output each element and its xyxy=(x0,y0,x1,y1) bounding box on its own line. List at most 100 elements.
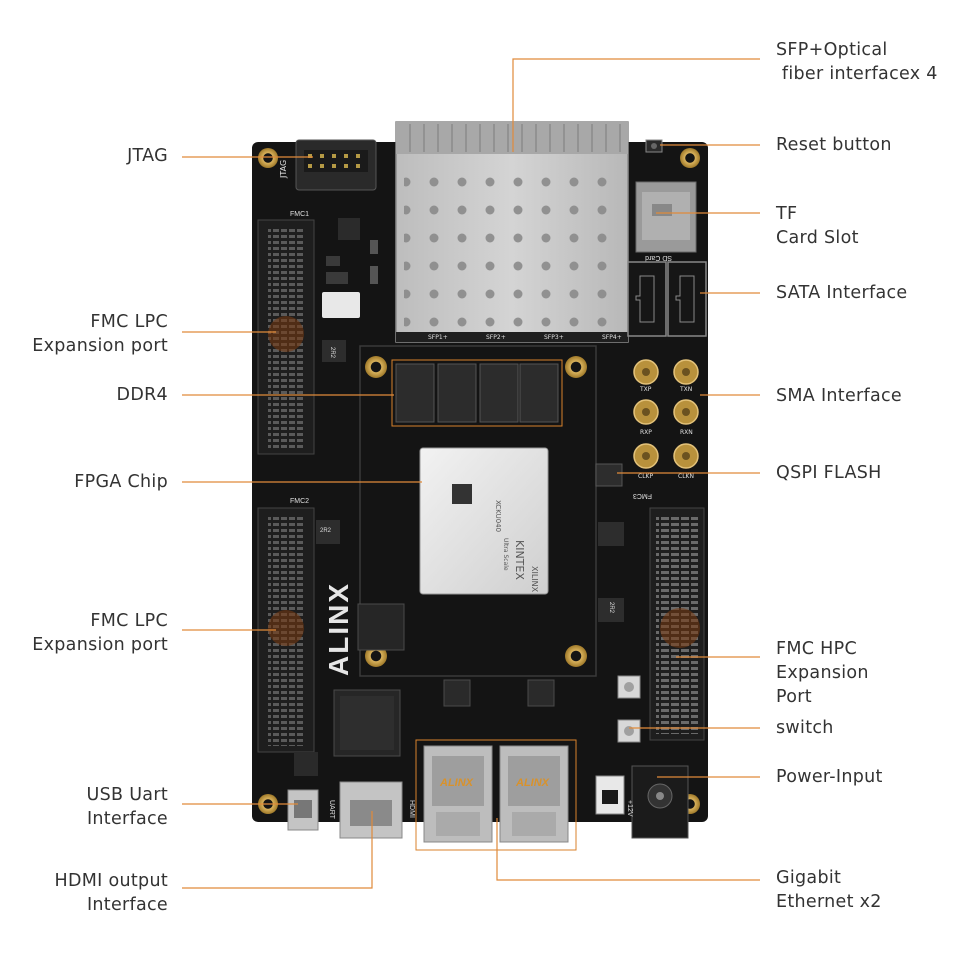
silk-12v: +12V xyxy=(626,800,633,817)
label-sfp-line2: fiber interfacex 4 xyxy=(776,64,938,84)
label-tf-line2: Card Slot xyxy=(776,228,859,248)
label-ddr4: DDR4 xyxy=(117,383,168,407)
usb-uart-connector: UART xyxy=(287,789,335,831)
mounting-hole xyxy=(680,148,700,168)
svg-text:2R2: 2R2 xyxy=(320,528,332,534)
fpga-marking-series: Ultra Scale xyxy=(502,538,509,571)
rj45-brand: ALINX xyxy=(439,777,474,789)
label-power: Power-Input xyxy=(776,765,883,789)
label-usb-uart-line1: USB Uart xyxy=(86,785,168,805)
misc-ics: 2R2 2R2 xyxy=(294,520,624,776)
label-hdmi-line1: HDMI output xyxy=(54,871,168,891)
sfp-cage: SFP1+ SFP2+ SFP3+ SFP4+ xyxy=(395,121,629,343)
power-input-jack: +12V xyxy=(595,765,689,839)
label-fmc-lpc-1: FMC LPC Expansion port xyxy=(32,310,168,358)
mounting-hole xyxy=(258,148,278,168)
label-sma: SMA Interface xyxy=(776,384,902,408)
label-power-line1: Power-Input xyxy=(776,767,883,787)
silk-fmc2: FMC2 xyxy=(290,498,309,505)
silk-clkp: CLKP xyxy=(638,473,653,480)
fpga-marking-part: XCKU040 xyxy=(494,500,502,532)
fpga-chip: XILINX KINTEX Ultra Scale XCKU040 xyxy=(419,447,549,595)
label-switch-line1: switch xyxy=(776,718,834,738)
label-fmc-hpc: FMC HPC Expansion Port xyxy=(776,637,869,709)
silk-jtag: JTAG xyxy=(279,160,288,179)
label-ddr4-line1: DDR4 xyxy=(116,385,168,405)
ethernet-ports: ALINX ALINX xyxy=(415,739,577,851)
sma-connectors: TXP TXN RXP RXN CLKP CLKN xyxy=(633,359,699,480)
mounting-hole xyxy=(365,356,387,378)
label-jtag-line1: JTAG xyxy=(127,146,168,166)
ddr4-chips xyxy=(391,359,563,427)
label-reset: Reset button xyxy=(776,133,892,157)
silk-sfp3: SFP3+ xyxy=(544,334,564,341)
svg-text:2R2: 2R2 xyxy=(608,602,614,614)
leader-hdmi xyxy=(182,811,373,889)
fpga-marking-vendor: XILINX xyxy=(530,566,539,593)
label-fpga-line1: FPGA Chip xyxy=(74,472,168,492)
rj45-brand: ALINX xyxy=(515,777,550,789)
silk-hdmi: HDMI xyxy=(408,800,415,818)
brand-logo: ALINX xyxy=(323,582,354,676)
label-fmc-hpc-line3: Port xyxy=(776,687,812,707)
leader-ethernet xyxy=(496,818,760,881)
silk-sd: SD Card xyxy=(645,254,672,261)
label-fmc-lpc-1-line2: Expansion port xyxy=(32,336,168,356)
mounting-hole xyxy=(565,356,587,378)
reset-button-part xyxy=(645,139,663,153)
misc-components-top: 2R2 xyxy=(322,218,378,362)
label-fmc-lpc-2: FMC LPC Expansion port xyxy=(32,609,168,657)
silk-sfp4: SFP4+ xyxy=(602,334,622,341)
label-ethernet-line2: Ethernet x2 xyxy=(776,892,882,912)
label-sata-line1: SATA Interface xyxy=(776,283,908,303)
label-sma-line1: SMA Interface xyxy=(776,386,902,406)
label-fmc-hpc-line1: FMC HPC xyxy=(776,639,857,659)
label-usb-uart: USB Uart Interface xyxy=(87,783,168,831)
label-fmc-lpc-1-line1: FMC LPC xyxy=(90,312,168,332)
label-switch: switch xyxy=(776,716,834,740)
label-sfp-line1: SFP+Optical xyxy=(776,40,888,60)
label-fpga: FPGA Chip xyxy=(74,470,168,494)
silk-sfp2: SFP2+ xyxy=(486,334,506,341)
silk-rxn: RXN xyxy=(680,429,693,436)
silk-txp: TXP xyxy=(639,386,652,393)
hdmi-connector: HDMI xyxy=(339,781,415,839)
jtag-connector: JTAG xyxy=(279,139,377,191)
fmc1-connector: FMC1 xyxy=(257,211,315,455)
label-sfp: SFP+Optical fiber interfacex 4 xyxy=(776,38,938,86)
fpga-marking-family: KINTEX xyxy=(513,540,526,580)
core-module-outline xyxy=(359,345,597,677)
label-qspi-line1: QSPI FLASH xyxy=(776,463,882,483)
silk-clkn: CLKN xyxy=(678,473,694,480)
svg-text:2R2: 2R2 xyxy=(329,347,335,359)
silk-rxp: RXP xyxy=(640,429,652,436)
silk-fmc3: FMC3 xyxy=(633,492,652,499)
silk-uart: UART xyxy=(328,800,335,820)
label-fmc-lpc-2-line1: FMC LPC xyxy=(90,611,168,631)
silk-sfp1: SFP1+ xyxy=(428,334,448,341)
fmc3-hpc-connector: FMC3 xyxy=(633,492,705,741)
leader-sfp xyxy=(512,58,760,152)
label-fmc-lpc-2-line2: Expansion port xyxy=(32,635,168,655)
tf-card-slot: SD Card xyxy=(635,181,697,261)
label-sata: SATA Interface xyxy=(776,281,907,305)
label-hdmi-line2: Interface xyxy=(86,895,168,915)
silk-txn: TXN xyxy=(679,386,692,393)
label-hdmi: HDMI output Interface xyxy=(55,869,168,917)
label-reset-line1: Reset button xyxy=(776,135,892,155)
label-usb-uart-line2: Interface xyxy=(86,809,168,829)
label-jtag: JTAG xyxy=(127,144,168,168)
label-ethernet-line1: Gigabit xyxy=(776,868,842,888)
label-qspi: QSPI FLASH xyxy=(776,461,882,485)
label-tf-line1: TF xyxy=(776,204,798,224)
qspi-flash-chip xyxy=(595,463,623,487)
label-ethernet: Gigabit Ethernet x2 xyxy=(776,866,882,914)
leader-lines xyxy=(182,58,760,889)
label-tf: TF Card Slot xyxy=(776,202,859,250)
mounting-hole xyxy=(565,645,587,667)
label-fmc-hpc-line2: Expansion xyxy=(776,663,869,683)
sata-ports xyxy=(627,261,707,337)
fmc2-connector: FMC2 xyxy=(257,498,315,753)
silk-fmc1: FMC1 xyxy=(290,211,309,218)
